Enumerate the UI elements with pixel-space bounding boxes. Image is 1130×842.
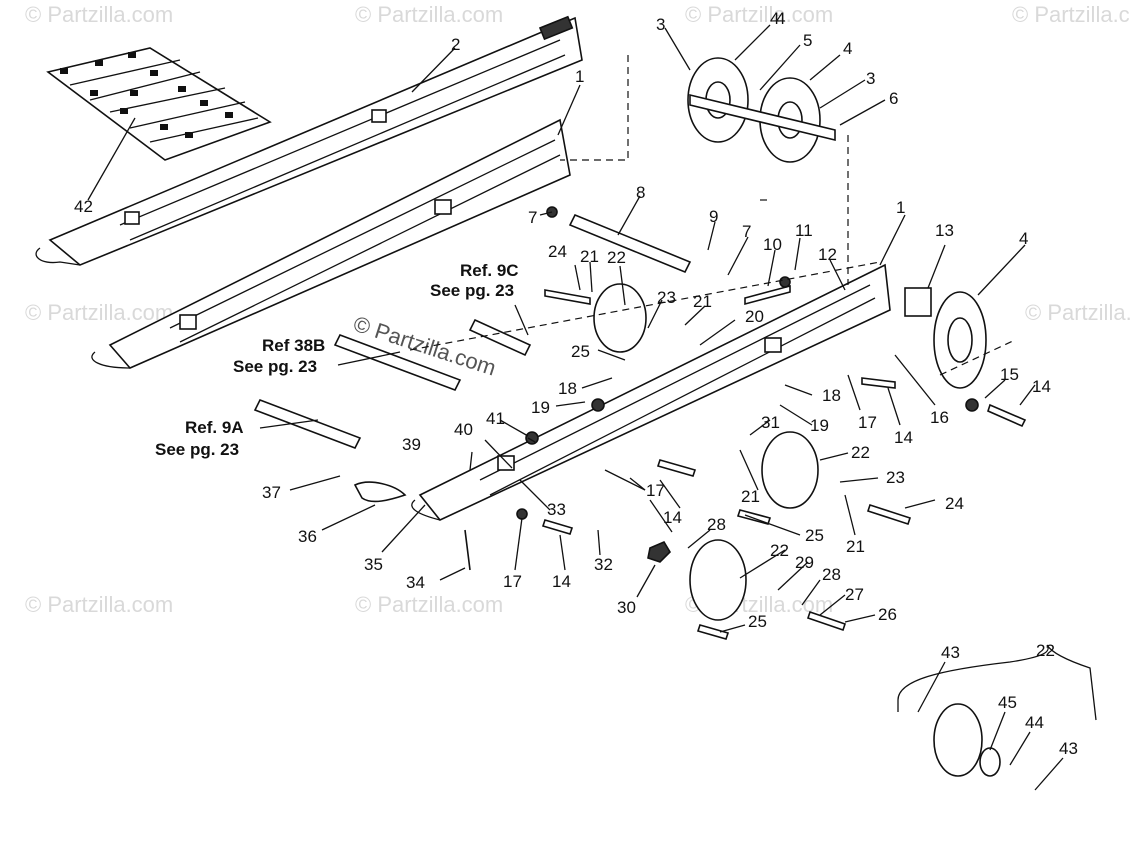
callout-22: 22 (607, 248, 626, 267)
left-rail-part (35, 15, 583, 266)
callout-21: 21 (741, 487, 760, 506)
callout-14: 14 (663, 508, 682, 527)
callout-8: 8 (636, 183, 645, 202)
callout-43: 43 (1059, 739, 1078, 758)
callout-23: 23 (657, 288, 676, 307)
callout-22: 22 (851, 443, 870, 462)
watermark: © Partzilla.com (355, 592, 503, 617)
callout-21: 21 (693, 292, 712, 311)
callout-25: 25 (571, 342, 590, 361)
idler-wheel-parts (593, 57, 1001, 777)
callout-41: 41 (486, 409, 505, 428)
callout-17: 17 (646, 481, 665, 500)
callout-35: 35 (364, 555, 383, 574)
callout-10: 10 (763, 235, 782, 254)
callout-33: 33 (547, 500, 566, 519)
callout-7: 7 (528, 208, 537, 227)
callout-16: 16 (930, 408, 949, 427)
callout-43: 43 (941, 643, 960, 662)
ref-9c-line2: See pg. 23 (430, 281, 514, 300)
right-rail-part (91, 118, 571, 369)
callout-44: 44 (1025, 713, 1044, 732)
callout-labels: 1 1 2 3 3 4 4 4 4 5 6 7 7 8 9 10 11 12 1… (74, 9, 1078, 758)
callout-31: 31 (761, 413, 780, 432)
callout-2: 2 (451, 35, 460, 54)
callout-24: 24 (548, 242, 567, 261)
watermark: © Partzilla.com (25, 300, 173, 325)
callout-26: 26 (878, 605, 897, 624)
callout-9: 9 (709, 207, 718, 226)
callout-leaders (87, 24, 1064, 791)
ref-38b-line1: Ref 38B (262, 336, 325, 355)
callout-24: 24 (945, 494, 964, 513)
callout-1: 1 (896, 198, 905, 217)
callout-18: 18 (558, 379, 577, 398)
callout-14: 14 (894, 428, 913, 447)
callout-4: 4 (1019, 229, 1028, 248)
callout-14: 14 (1032, 377, 1051, 396)
callout-4: 4 (776, 9, 785, 28)
callout-4: 4 (843, 39, 852, 58)
callout-13: 13 (935, 221, 954, 240)
brace-line (897, 644, 1097, 721)
reference-notes: Ref. 9C See pg. 23 Ref 38B See pg. 23 Re… (155, 261, 519, 459)
callout-3: 3 (866, 69, 875, 88)
watermark: © Partzilla.com (25, 592, 173, 617)
callout-22: 22 (770, 541, 789, 560)
shaft-parts (253, 213, 692, 450)
callout-27: 27 (845, 585, 864, 604)
ref-9a-line1: Ref. 9A (185, 418, 244, 437)
callout-28: 28 (822, 565, 841, 584)
ref-38b-line2: See pg. 23 (233, 357, 317, 376)
callout-25: 25 (805, 526, 824, 545)
callout-23: 23 (886, 468, 905, 487)
callout-12: 12 (818, 245, 837, 264)
track-clip-part (46, 47, 272, 161)
callout-14: 14 (552, 572, 571, 591)
callout-25: 25 (748, 612, 767, 631)
callout-1: 1 (575, 67, 584, 86)
callout-15: 15 (1000, 365, 1019, 384)
callout-7: 7 (742, 222, 751, 241)
callout-40: 40 (454, 420, 473, 439)
watermark: © Partzilla.com (25, 2, 173, 27)
ref-9c-line1: Ref. 9C (460, 261, 519, 280)
callout-19: 19 (531, 398, 550, 417)
callout-37: 37 (262, 483, 281, 502)
callout-32: 32 (594, 555, 613, 574)
hardware-parts (353, 206, 1027, 640)
callout-11: 11 (795, 221, 813, 240)
watermark: © Partzilla.com (355, 2, 503, 27)
callout-3: 3 (656, 15, 665, 34)
callout-39: 39 (402, 435, 421, 454)
callout-21: 21 (580, 247, 599, 266)
dashed-leaders (409, 55, 1016, 376)
callout-30: 30 (617, 598, 636, 617)
watermark: © Partzilla.com (685, 2, 833, 27)
callout-4: 4 (770, 9, 779, 28)
callout-42: 42 (74, 197, 93, 216)
callout-28: 28 (707, 515, 726, 534)
callout-21: 21 (846, 537, 865, 556)
callout-34: 34 (406, 573, 425, 592)
watermark: © Partzilla.com (1012, 2, 1130, 27)
callout-18: 18 (822, 386, 841, 405)
lower-rail-part (411, 263, 891, 521)
ref-9a-line2: See pg. 23 (155, 440, 239, 459)
callout-19: 19 (810, 416, 829, 435)
callout-20: 20 (745, 307, 764, 326)
callout-29: 29 (795, 553, 814, 572)
watermark: © Partzilla.com (1025, 300, 1130, 325)
callout-22: 22 (1036, 641, 1055, 660)
callout-36: 36 (298, 527, 317, 546)
callout-17: 17 (858, 413, 877, 432)
callout-45: 45 (998, 693, 1017, 712)
callout-5: 5 (803, 31, 812, 50)
callout-6: 6 (889, 89, 898, 108)
callout-17: 17 (503, 572, 522, 591)
